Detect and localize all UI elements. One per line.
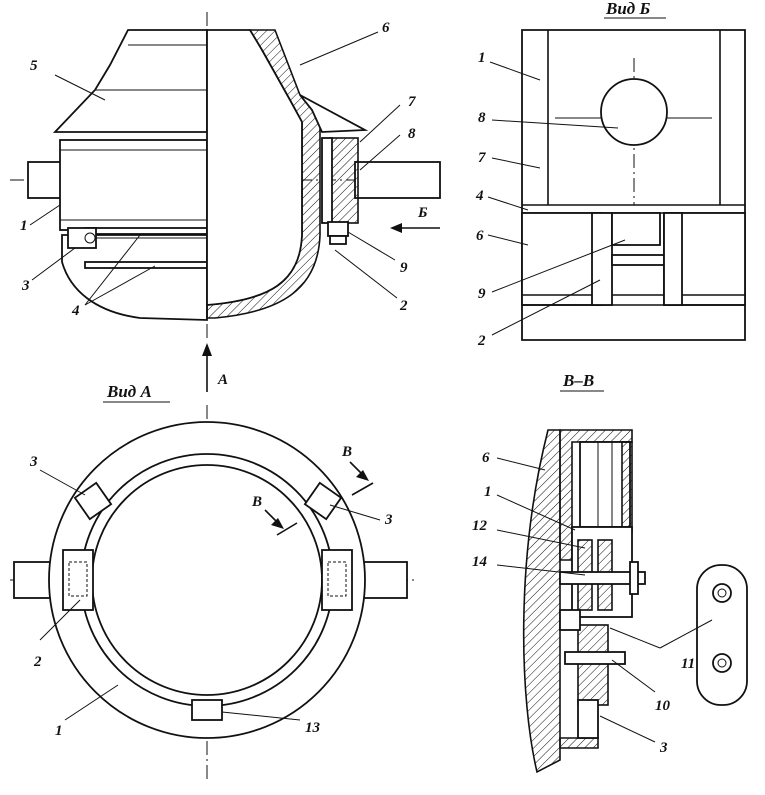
label-a-3-right: 3	[384, 512, 393, 528]
label-b-2: 2	[477, 333, 486, 349]
label-vv-14: 14	[472, 554, 488, 570]
label-a-1: 1	[55, 723, 63, 739]
section-v-v: В–В	[496, 371, 748, 774]
label-a-2: 2	[33, 654, 42, 670]
label-6: 6	[382, 20, 390, 36]
front-view	[10, 12, 441, 340]
cut-label-v-left: В	[251, 494, 262, 510]
label-8: 8	[408, 126, 416, 142]
label-4: 4	[71, 303, 80, 319]
label-vv-12: 12	[472, 518, 488, 534]
label-a-13: 13	[305, 720, 321, 736]
label-b-1: 1	[478, 50, 486, 66]
label-b-4: 4	[475, 188, 484, 204]
label-vv-11: 11	[681, 656, 695, 672]
label-1: 1	[20, 218, 28, 234]
label-b-8: 8	[478, 110, 486, 126]
arrow-label-a: А	[217, 372, 228, 388]
section-title: В–В	[562, 371, 594, 390]
label-a-3-left: 3	[29, 454, 38, 470]
label-vv-10: 10	[655, 698, 671, 714]
label-2: 2	[399, 298, 408, 314]
cut-label-v-right: В	[341, 444, 352, 460]
label-vv-3: 3	[659, 740, 668, 756]
label-3: 3	[21, 278, 30, 294]
label-9: 9	[400, 260, 408, 276]
view-b: Вид Б	[487, 0, 746, 341]
label-7: 7	[408, 94, 416, 110]
label-vv-6: 6	[482, 450, 490, 466]
view-b-title: Вид Б	[605, 0, 650, 18]
view-a-title: Вид А	[106, 382, 152, 401]
label-b-6: 6	[476, 228, 484, 244]
label-vv-1: 1	[484, 484, 492, 500]
label-b-9: 9	[478, 286, 486, 302]
arrow-label-b: Б	[417, 205, 428, 221]
label-5: 5	[30, 58, 38, 74]
label-b-7: 7	[478, 150, 486, 166]
view-a: Вид А	[10, 382, 415, 782]
